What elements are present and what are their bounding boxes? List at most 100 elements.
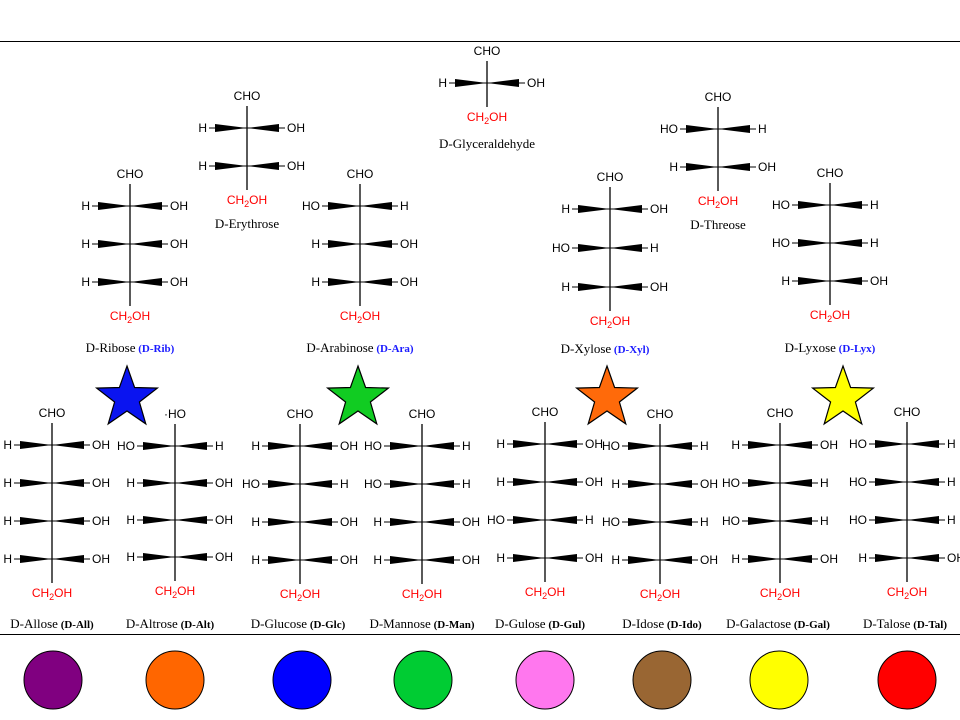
star-blue-icon bbox=[94, 364, 160, 426]
right-substituent: OH bbox=[215, 476, 233, 490]
right-substituent: H bbox=[400, 199, 409, 213]
ch2oh-label: CH2OH bbox=[590, 314, 630, 330]
right-substituent: OH bbox=[870, 274, 888, 288]
aldehyde-label: CHO bbox=[474, 44, 501, 58]
arabinose-caption: D-Arabinose (D-Ara) bbox=[306, 340, 414, 355]
left-substituent: H bbox=[669, 160, 678, 174]
ch2oh-label: CH2OH bbox=[110, 309, 150, 325]
galactose-caption: D-Galactose (D-Gal) bbox=[726, 616, 830, 631]
left-substituent: H bbox=[781, 274, 790, 288]
ch2oh-label: CH2OH bbox=[887, 585, 927, 601]
left-substituent: HO bbox=[722, 514, 740, 528]
aldehyde-label: CHO bbox=[234, 89, 261, 103]
left-substituent: H bbox=[81, 237, 90, 251]
right-substituent: OH bbox=[650, 280, 668, 294]
right-substituent: OH bbox=[170, 237, 188, 251]
talose-caption: D-Talose (D-Tal) bbox=[863, 616, 947, 631]
right-substituent: OH bbox=[287, 159, 305, 173]
top-divider bbox=[0, 41, 960, 42]
right-substituent: H bbox=[700, 515, 709, 529]
left-substituent: H bbox=[731, 438, 740, 452]
left-substituent: H bbox=[126, 476, 135, 490]
left-substituent: H bbox=[373, 515, 382, 529]
threose-caption: D-Threose bbox=[690, 217, 746, 232]
ch2oh-label: CH2OH bbox=[810, 308, 850, 324]
left-substituent: H bbox=[496, 551, 505, 565]
left-substituent: H bbox=[373, 553, 382, 567]
right-substituent: H bbox=[700, 439, 709, 453]
right-substituent: OH bbox=[92, 552, 110, 566]
aldehyde-label: CHO bbox=[705, 90, 732, 104]
right-substituent: H bbox=[947, 513, 956, 527]
left-substituent: HO bbox=[487, 513, 505, 527]
left-substituent: H bbox=[126, 513, 135, 527]
aldehyde-label: ·HO bbox=[164, 407, 186, 421]
left-substituent: HO bbox=[602, 515, 620, 529]
left-substituent: HO bbox=[364, 439, 382, 453]
left-substituent: H bbox=[126, 550, 135, 564]
circle-brown-icon bbox=[632, 650, 692, 710]
right-substituent: OH bbox=[820, 438, 838, 452]
circle-orange-icon bbox=[145, 650, 205, 710]
ch2oh-label: CH2OH bbox=[525, 585, 565, 601]
ch2oh-label: CH2OH bbox=[32, 586, 72, 602]
left-substituent: H bbox=[81, 275, 90, 289]
ch2oh-label: CH2OH bbox=[640, 587, 680, 603]
left-substituent: H bbox=[496, 437, 505, 451]
right-substituent: H bbox=[820, 476, 829, 490]
right-substituent: OH bbox=[462, 515, 480, 529]
aldehyde-label: CHO bbox=[647, 407, 674, 421]
left-substituent: H bbox=[438, 76, 447, 90]
left-substituent: H bbox=[3, 514, 12, 528]
right-substituent: OH bbox=[462, 553, 480, 567]
right-substituent: OH bbox=[92, 438, 110, 452]
circle-yellow-icon bbox=[749, 650, 809, 710]
right-substituent: OH bbox=[758, 160, 776, 174]
aldehyde-label: CHO bbox=[597, 170, 624, 184]
right-substituent: H bbox=[340, 477, 349, 491]
right-substituent: OH bbox=[215, 513, 233, 527]
left-substituent: H bbox=[81, 199, 90, 213]
right-substituent: OH bbox=[400, 237, 418, 251]
left-substituent: H bbox=[251, 439, 260, 453]
right-substituent: OH bbox=[170, 199, 188, 213]
left-substituent: HO bbox=[302, 199, 320, 213]
ribose-caption: D-Ribose (D-Rib) bbox=[86, 340, 175, 355]
right-substituent: H bbox=[585, 513, 594, 527]
right-substituent: H bbox=[650, 241, 659, 255]
ch2oh-label: CH2OH bbox=[760, 586, 800, 602]
left-substituent: H bbox=[251, 553, 260, 567]
left-substituent: H bbox=[731, 552, 740, 566]
right-substituent: OH bbox=[287, 121, 305, 135]
aldehyde-label: CHO bbox=[347, 167, 374, 181]
right-substituent: H bbox=[215, 439, 224, 453]
aldehyde-label: CHO bbox=[894, 405, 921, 419]
left-substituent: H bbox=[496, 475, 505, 489]
aldehyde-label: CHO bbox=[817, 166, 844, 180]
gulose-caption: D-Gulose (D-Gul) bbox=[495, 616, 585, 631]
right-substituent: OH bbox=[340, 515, 358, 529]
right-substituent: OH bbox=[820, 552, 838, 566]
right-substituent: OH bbox=[92, 476, 110, 490]
mannose-caption: D-Mannose (D-Man) bbox=[369, 616, 474, 631]
left-substituent: HO bbox=[849, 437, 867, 451]
left-substituent: H bbox=[3, 552, 12, 566]
left-substituent: H bbox=[611, 553, 620, 567]
right-substituent: OH bbox=[215, 550, 233, 564]
aldehyde-label: CHO bbox=[117, 167, 144, 181]
left-substituent: HO bbox=[722, 476, 740, 490]
ch2oh-label: CH2OH bbox=[227, 193, 267, 209]
right-substituent: H bbox=[462, 439, 471, 453]
left-substituent: HO bbox=[772, 198, 790, 212]
ch2oh-label: CH2OH bbox=[402, 587, 442, 603]
left-substituent: H bbox=[858, 551, 867, 565]
right-substituent: H bbox=[820, 514, 829, 528]
circle-green-icon bbox=[393, 650, 453, 710]
